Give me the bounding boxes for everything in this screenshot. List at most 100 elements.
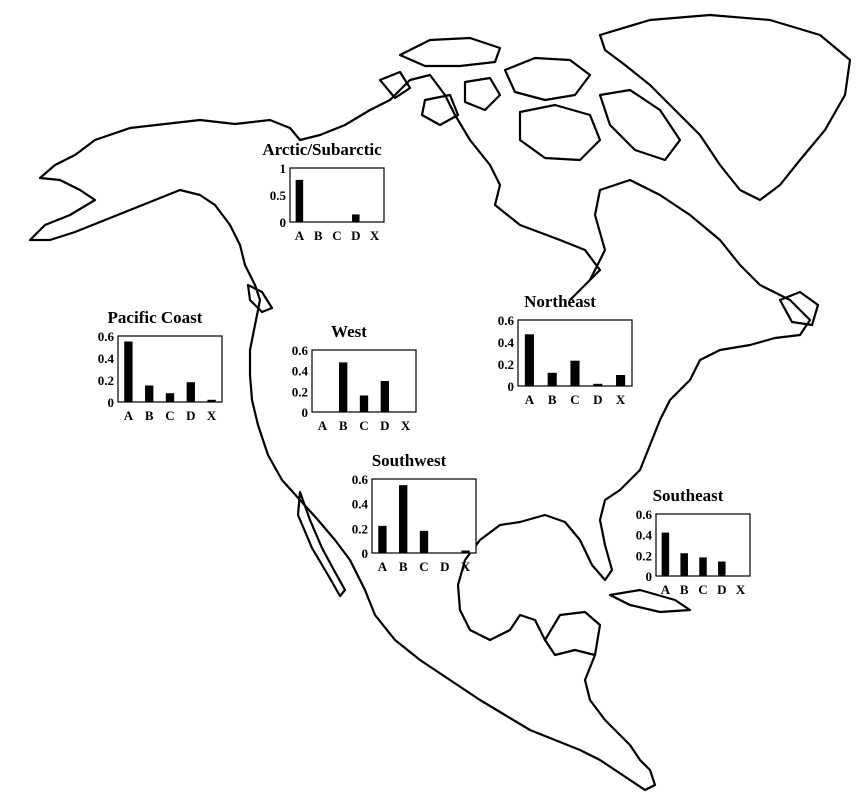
bar-B: [680, 553, 688, 576]
bar-B: [339, 362, 348, 412]
x-tick-label: D: [440, 559, 449, 574]
x-tick-label: A: [525, 392, 535, 407]
chart-title: Arctic/Subarctic: [262, 140, 382, 159]
x-tick-label: B: [145, 408, 154, 423]
bar-B: [547, 372, 557, 386]
y-tick-label: 0.4: [98, 351, 115, 366]
arctic-island: [518, 103, 602, 162]
plot-frame: [289, 167, 385, 223]
y-tick-label: 0.4: [636, 528, 653, 543]
y-tick-label: 0.2: [292, 384, 308, 399]
greenland: [598, 13, 852, 202]
x-tick-label: B: [399, 559, 408, 574]
y-tick-label: 0: [280, 215, 287, 230]
bar-A: [124, 341, 133, 402]
bar-A: [295, 179, 304, 222]
chart-title: West: [331, 322, 367, 341]
x-tick-label: D: [351, 228, 360, 243]
bar-A: [378, 525, 387, 553]
arctic-island: [398, 36, 502, 68]
y-tick-label: 0.2: [352, 521, 368, 536]
bar-D: [380, 381, 389, 412]
y-tick-label: 0.5: [270, 188, 287, 203]
bar-X: [461, 550, 470, 553]
x-tick-label: C: [419, 559, 428, 574]
x-tick-label: C: [332, 228, 341, 243]
arctic-island: [420, 93, 460, 127]
x-tick-label: X: [461, 559, 471, 574]
arctic-island: [378, 70, 412, 100]
bar-D: [352, 214, 360, 222]
x-tick-label: A: [124, 408, 134, 423]
yucatan-peninsula: [543, 610, 602, 657]
arctic-island: [598, 88, 682, 162]
chart-title: Northeast: [524, 292, 596, 311]
x-tick-label: B: [680, 582, 689, 597]
y-tick-label: 0.4: [352, 497, 369, 512]
y-tick-label: 1: [280, 162, 287, 176]
baja-california: [296, 490, 347, 598]
bar-D: [186, 382, 195, 402]
x-tick-label: A: [661, 582, 671, 597]
y-tick-label: 0.6: [98, 330, 115, 344]
y-tick-label: 0.6: [498, 314, 515, 328]
bar-A: [661, 532, 670, 576]
chart-title: Southeast: [652, 486, 724, 505]
y-tick-label: 0: [646, 569, 653, 584]
x-tick-label: D: [593, 392, 602, 407]
arctic-island: [503, 56, 592, 102]
y-tick-label: 0.4: [498, 335, 515, 350]
bar-C: [570, 360, 580, 386]
bar-B: [145, 385, 154, 402]
x-tick-label: D: [717, 582, 726, 597]
arctic-island: [463, 76, 502, 112]
y-tick-label: 0.4: [292, 364, 309, 379]
y-tick-label: 0: [508, 379, 515, 394]
bar-C: [419, 530, 429, 553]
x-tick-label: X: [370, 228, 380, 243]
x-tick-label: B: [339, 418, 348, 433]
x-tick-label: A: [378, 559, 388, 574]
chart-title: Pacific Coast: [107, 308, 203, 327]
bar-D: [593, 383, 603, 386]
y-tick-label: 0.6: [292, 344, 309, 358]
bar-C: [165, 393, 175, 402]
y-tick-label: 0: [302, 405, 309, 420]
x-tick-label: X: [616, 392, 626, 407]
x-tick-label: X: [207, 408, 217, 423]
x-tick-label: D: [380, 418, 389, 433]
bar-C: [699, 557, 707, 576]
bar-X: [616, 375, 626, 386]
bar-B: [399, 485, 408, 553]
y-tick-label: 0.6: [636, 508, 653, 522]
y-tick-label: 0: [108, 395, 115, 410]
y-tick-label: 0.2: [98, 373, 114, 388]
x-tick-label: D: [186, 408, 195, 423]
newfoundland: [778, 290, 820, 327]
x-tick-label: C: [570, 392, 579, 407]
cuba: [608, 588, 692, 614]
x-tick-label: A: [318, 418, 328, 433]
x-tick-label: A: [295, 228, 305, 243]
x-tick-label: C: [359, 418, 368, 433]
bar-D: [718, 561, 726, 576]
y-tick-label: 0: [362, 546, 369, 561]
y-tick-label: 0.6: [352, 473, 369, 487]
vancouver-island: [246, 283, 274, 314]
x-tick-label: B: [314, 228, 323, 243]
bar-A: [524, 334, 534, 386]
bar-X: [207, 399, 216, 402]
bar-C: [359, 395, 369, 412]
plot-frame: [117, 335, 223, 403]
x-tick-label: X: [736, 582, 746, 597]
